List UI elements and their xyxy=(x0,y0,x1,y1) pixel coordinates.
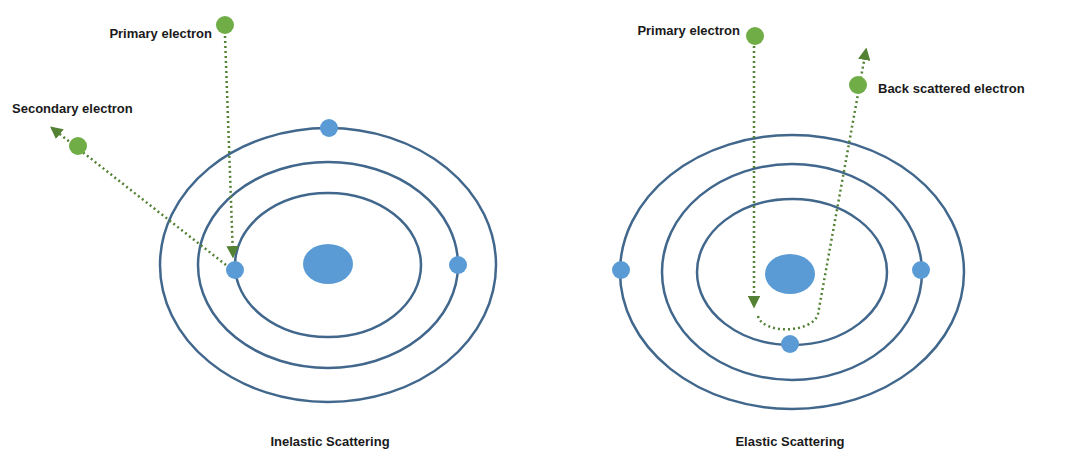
secondary-electron-path xyxy=(52,128,226,265)
inner-shell xyxy=(235,193,421,337)
primary-electron-dot xyxy=(746,27,764,45)
outer-shell xyxy=(160,128,496,402)
electron-label: Primary electron xyxy=(109,26,212,41)
secondary-electron-dot xyxy=(69,137,87,155)
primary-electron-dot xyxy=(216,16,234,34)
middle-shell xyxy=(662,164,922,380)
primary-electron-path xyxy=(225,36,233,256)
left-atom-shells xyxy=(160,128,496,402)
outer-shell xyxy=(620,135,964,409)
inner-shell xyxy=(697,199,887,345)
nucleus xyxy=(303,244,353,284)
nucleus xyxy=(765,254,815,294)
electron-label: Primary electron xyxy=(637,23,740,38)
atom-electron xyxy=(226,261,244,279)
electron-label: Back scattered electron xyxy=(878,81,1025,96)
atom-electron xyxy=(781,335,799,353)
primary-electron-path xyxy=(753,46,756,306)
middle-shell xyxy=(198,162,458,368)
diagram-caption: Elastic Scattering xyxy=(735,434,844,449)
backscattered-electron-dot xyxy=(849,76,867,94)
atom-electron xyxy=(612,261,630,279)
atom-electron xyxy=(912,261,930,279)
atom-electron xyxy=(320,119,338,137)
diagram-caption: Inelastic Scattering xyxy=(270,434,389,449)
electron-label: Secondary electron xyxy=(12,101,133,116)
backscatter-path xyxy=(758,50,866,329)
right-atom-shells xyxy=(620,135,964,409)
atom-electron xyxy=(449,256,467,274)
